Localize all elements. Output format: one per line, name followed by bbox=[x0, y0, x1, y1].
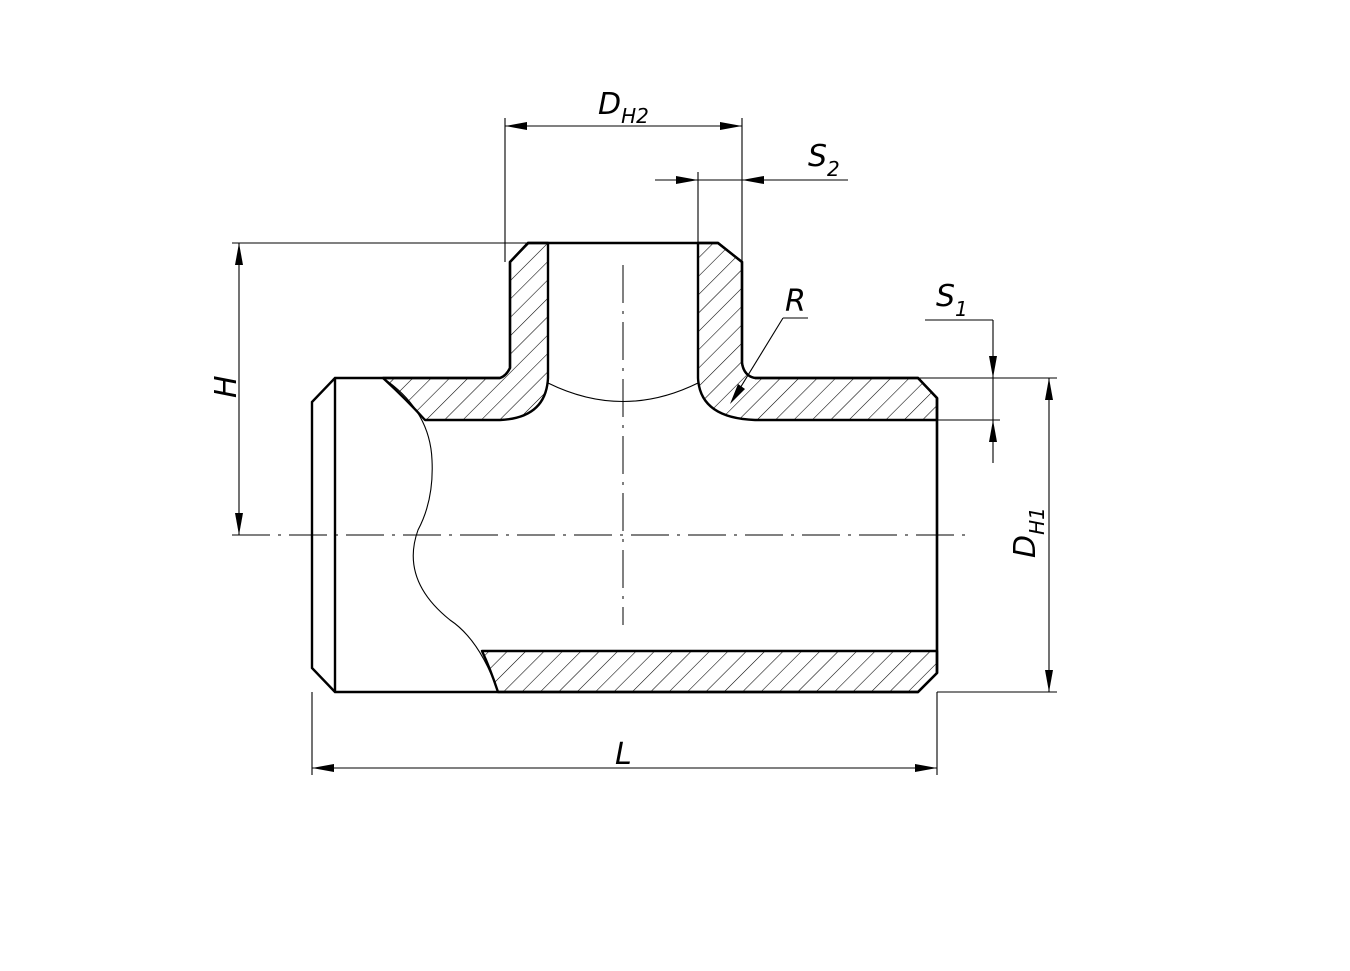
dim-s1: S1 bbox=[918, 279, 1000, 463]
dim-dh2: DH2 bbox=[504, 87, 743, 262]
svg-text:S2: S2 bbox=[808, 139, 840, 181]
dim-l: L bbox=[311, 692, 938, 775]
bottom-wall-section bbox=[480, 649, 939, 694]
dh1-label: D bbox=[1008, 535, 1043, 558]
radius-label: R bbox=[785, 284, 806, 319]
svg-text:S1: S1 bbox=[936, 279, 968, 321]
dim-s2: S2 bbox=[655, 139, 848, 243]
right-wall-section bbox=[696, 241, 939, 422]
break-line bbox=[382, 377, 499, 693]
s2-subscript: 2 bbox=[827, 157, 840, 181]
h-label: H bbox=[209, 375, 244, 398]
s1-subscript: 1 bbox=[955, 297, 968, 321]
tee-outline bbox=[310, 241, 939, 694]
svg-text:DH2: DH2 bbox=[598, 87, 649, 128]
dim-h: H bbox=[209, 242, 528, 535]
s2-label: S bbox=[808, 139, 827, 174]
svg-text:DH1: DH1 bbox=[1008, 507, 1049, 558]
left-wall-section bbox=[381, 241, 550, 422]
dim-dh1: DH1 bbox=[937, 377, 1057, 693]
s1-label: S bbox=[936, 279, 955, 314]
length-label: L bbox=[615, 737, 632, 772]
dh2-subscript: H2 bbox=[621, 104, 649, 128]
dim-radius: R bbox=[730, 284, 808, 404]
dh1-subscript: H1 bbox=[1025, 507, 1049, 535]
dh2-label: D bbox=[598, 87, 621, 122]
